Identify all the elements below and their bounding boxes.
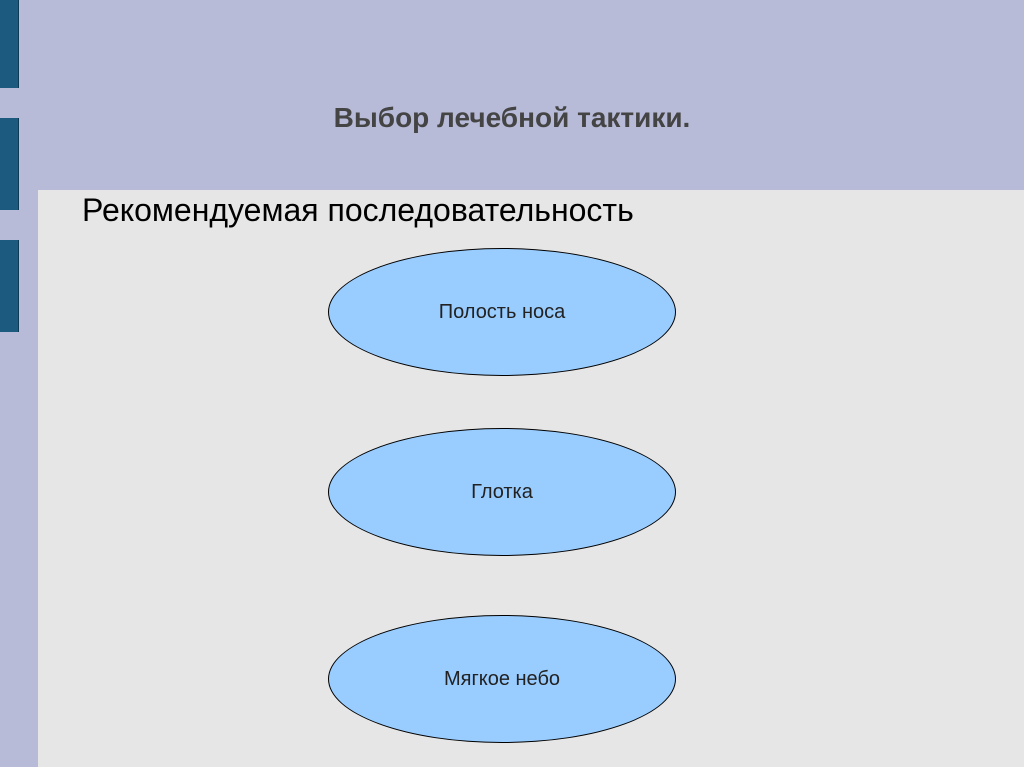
- slide-subtitle: Рекомендуемая последовательность: [82, 192, 634, 228]
- step-oval-pharynx: Глотка: [328, 428, 676, 556]
- left-accent-bar-top: [0, 0, 19, 88]
- step-oval-soft-palate: Мягкое небо: [328, 615, 676, 743]
- left-accent-bar-middle: [0, 118, 19, 210]
- slide-title: Выбор лечебной тактики.: [333, 102, 691, 133]
- left-accent-bar-bottom: [0, 240, 19, 332]
- step-oval-nasal-cavity: Полость носа: [328, 248, 676, 376]
- slide-content-area: Рекомендуемая последовательность Полость…: [38, 190, 1024, 767]
